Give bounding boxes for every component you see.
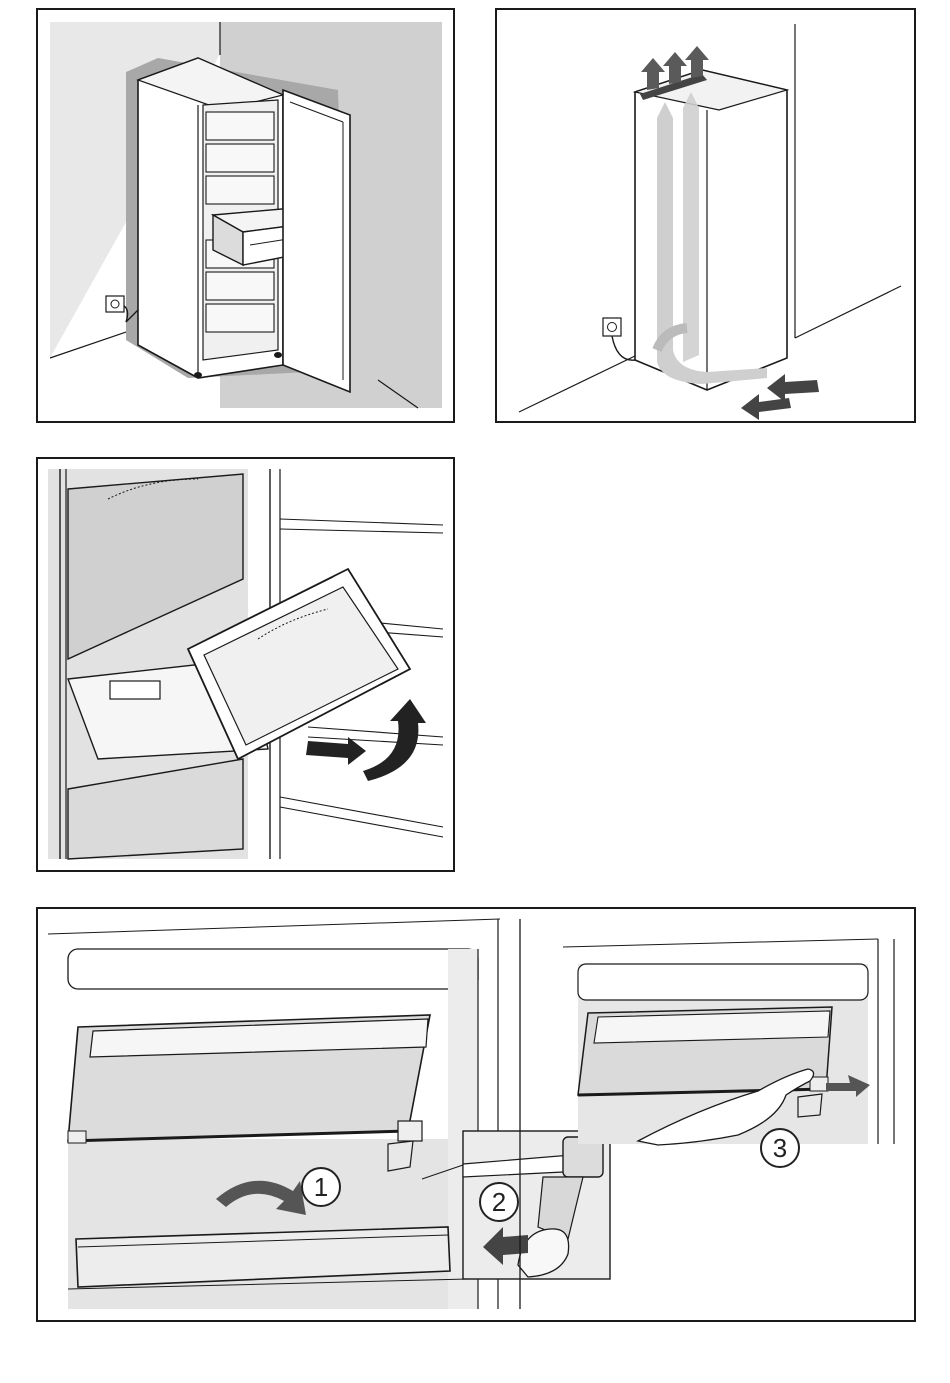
drawer-removal-illustration (38, 459, 453, 870)
freezer-placement-illustration (38, 10, 453, 421)
figure-flap-removal: 1 2 3 (36, 907, 916, 1322)
pull-out-arrow-icon (306, 737, 366, 765)
step-3-label: 3 (760, 1128, 800, 1168)
open-door-icon (283, 90, 350, 392)
figure-drawer-removal (36, 457, 455, 872)
flap-icon (68, 1015, 430, 1143)
power-socket-icon (603, 318, 635, 360)
step-2-label: 2 (479, 1182, 519, 1222)
ventilation-illustration (497, 10, 914, 421)
flap-removal-illustration (38, 909, 914, 1320)
lift-arrow-icon (363, 699, 426, 781)
step-1-label: 1 (301, 1167, 341, 1207)
figure-ventilation (495, 8, 916, 423)
figure-placement (36, 8, 455, 423)
hinge-icon (810, 1077, 828, 1091)
intake-arrows (741, 374, 819, 420)
